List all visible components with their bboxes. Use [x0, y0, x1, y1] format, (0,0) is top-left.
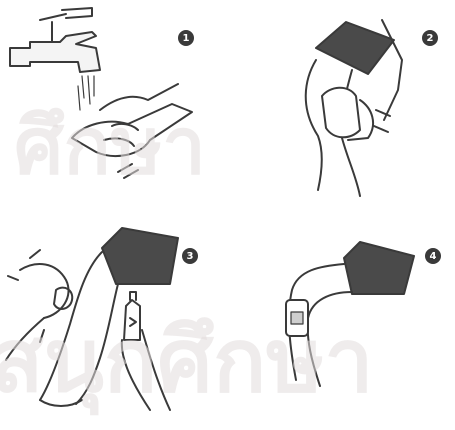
bottle-icon [122, 292, 170, 410]
step-number-badge: 1 [178, 30, 194, 46]
adhesive-bandage-icon [286, 300, 308, 336]
water-stream [78, 76, 94, 110]
step-number: 4 [430, 251, 437, 262]
sleeve-icon [102, 228, 178, 284]
step-number: 1 [183, 33, 190, 44]
sleeve-icon [344, 242, 414, 294]
leg-outline [40, 252, 118, 406]
step-number-badge: 2 [422, 30, 438, 46]
step-number: 3 [187, 251, 194, 262]
faucet-icon [10, 8, 100, 72]
leg-outline [306, 60, 360, 196]
step-number-badge: 4 [425, 248, 441, 264]
step-number: 2 [427, 33, 434, 44]
step-number-badge: 3 [182, 248, 198, 264]
hand-wiping [6, 250, 72, 360]
